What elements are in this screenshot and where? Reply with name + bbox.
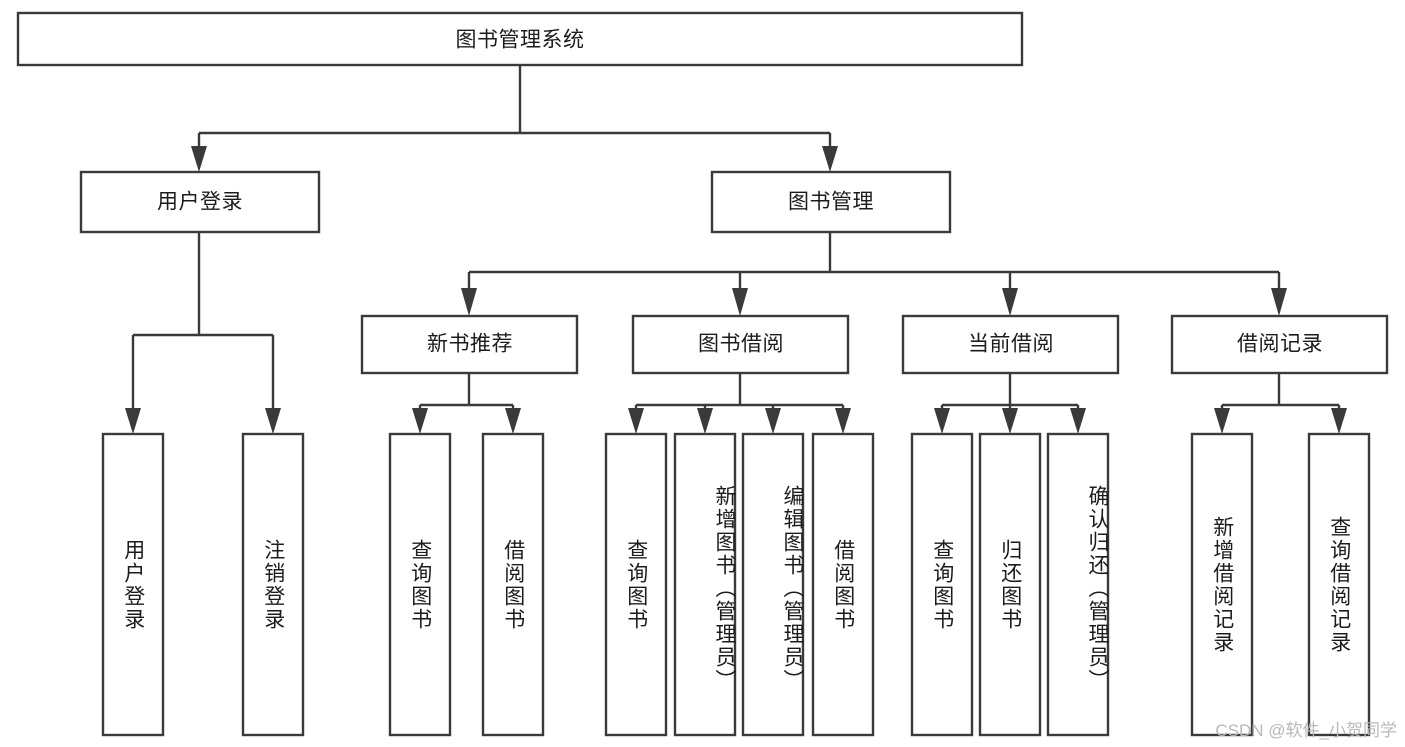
leaf-box-confirm-return[interactable]: [1046, 432, 1110, 737]
node-new-book-recommend-box[interactable]: [360, 314, 579, 375]
arrow-head-leaf-logout: [265, 408, 281, 434]
connector-layer: [125, 65, 1347, 434]
node-user-login-box[interactable]: [79, 170, 321, 234]
arrow-head-leaf-edit-book: [765, 408, 781, 434]
arrow-head-leaf-add-book: [697, 408, 713, 434]
node-borrow-record[interactable]: 借阅记录: [1170, 314, 1389, 375]
node-book-management[interactable]: 图书管理: [710, 170, 952, 234]
arrow-head-book-management: [822, 146, 838, 172]
arrow-head-borrow-record: [1271, 288, 1287, 316]
leaf-box-query-book-1[interactable]: [388, 432, 452, 737]
leaf-box-layer: [101, 432, 1371, 737]
arrow-head-leaf-query-book-3: [934, 408, 950, 434]
leaf-box-query-book-2[interactable]: [604, 432, 668, 737]
node-book-borrow-box[interactable]: [631, 314, 850, 375]
node-new-book-recommend-label: 新书推荐: [427, 333, 513, 356]
leaf-box-borrow-book-2[interactable]: [811, 432, 875, 737]
arrow-head-leaf-borrow-book-2: [835, 408, 851, 434]
node-root-box[interactable]: [16, 11, 1024, 67]
node-root[interactable]: 图书管理系统: [16, 11, 1024, 67]
node-current-borrow[interactable]: 当前借阅: [901, 314, 1120, 375]
leaf-box-add-book[interactable]: [673, 432, 737, 737]
leaf-box-add-record[interactable]: [1190, 432, 1254, 737]
node-borrow-record-box[interactable]: [1170, 314, 1389, 375]
arrow-head-leaf-query-book-2: [628, 408, 644, 434]
node-current-borrow-box[interactable]: [901, 314, 1120, 375]
arrow-head-current-borrow: [1002, 288, 1018, 316]
arrow-head-leaf-borrow-book-1: [505, 408, 521, 434]
leaf-box-user-login[interactable]: [101, 432, 165, 737]
arrow-head-leaf-query-book-1: [412, 408, 428, 434]
arrow-head-leaf-add-record: [1214, 408, 1230, 434]
node-book-borrow-label: 图书借阅: [698, 333, 784, 356]
arrow-head-user-login: [191, 146, 207, 172]
leaf-box-logout[interactable]: [241, 432, 305, 737]
leaf-box-query-book-3[interactable]: [910, 432, 974, 737]
csdn-watermark: CSDN @软件_小贺同学: [1215, 721, 1397, 740]
arrow-head-leaf-confirm-return: [1070, 408, 1086, 434]
node-book-management-label: 图书管理: [788, 191, 874, 214]
node-borrow-record-label: 借阅记录: [1237, 333, 1323, 356]
node-book-borrow[interactable]: 图书借阅: [631, 314, 850, 375]
node-user-login-label: 用户登录: [157, 191, 243, 214]
arrow-head-leaf-query-record: [1331, 408, 1347, 434]
node-current-borrow-label: 当前借阅: [968, 333, 1054, 356]
leaf-box-return-book[interactable]: [978, 432, 1042, 737]
leaf-box-query-record[interactable]: [1307, 432, 1371, 737]
arrow-head-book-borrow: [732, 288, 748, 316]
arrow-head-leaf-return-book: [1002, 408, 1018, 434]
node-root-label: 图书管理系统: [456, 29, 585, 52]
leaf-box-edit-book[interactable]: [741, 432, 805, 737]
arrow-head-new-book-recommend: [461, 288, 477, 316]
leaf-box-borrow-book-1[interactable]: [481, 432, 545, 737]
node-user-login[interactable]: 用户登录: [79, 170, 321, 234]
node-new-book-recommend[interactable]: 新书推荐: [360, 314, 579, 375]
arrow-head-leaf-user-login: [125, 408, 141, 434]
node-book-management-box[interactable]: [710, 170, 952, 234]
